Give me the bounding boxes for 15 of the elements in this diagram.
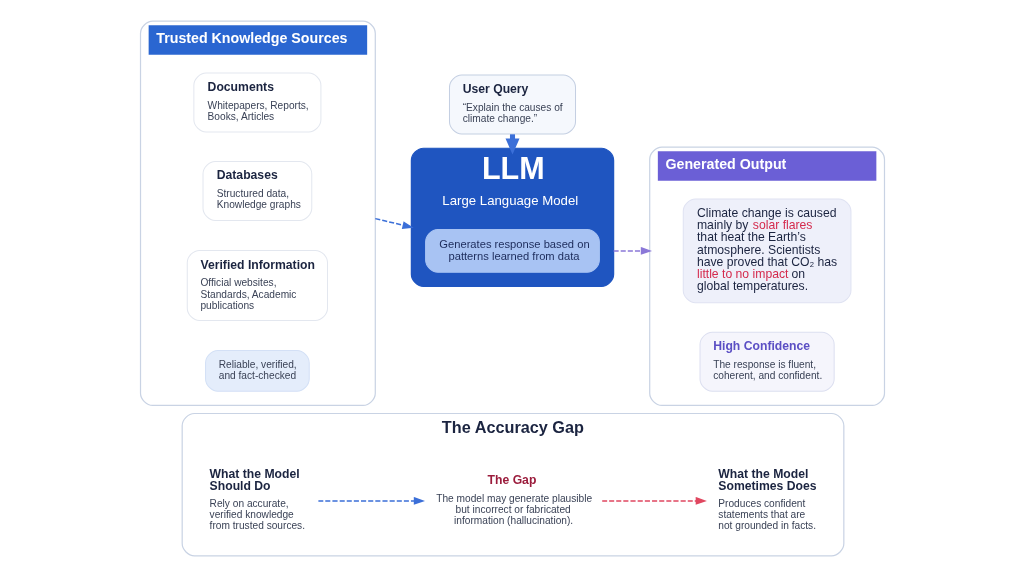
node-box: High Confidence The response is fluent, coherent, and confident.	[699, 331, 835, 392]
node-box: Reliable, verified, and fact-checked	[204, 349, 310, 392]
node-box: Climate change is caused mainly by solar flares that heat the Earth’s atmosphere. Scientists have proved that CO₂ has little to no impact on global temperatures.	[682, 198, 851, 303]
node-text: The Gap The model may generate plausible but incorrect or fabricated information (hallucination).	[435, 472, 592, 526]
node-box: Verified Information Official websites, Standards, Academic publications	[186, 249, 328, 321]
arrow	[600, 496, 707, 505]
node-box: Databases Structured data, Knowledge graphs	[202, 160, 312, 221]
node-box: Generates response based on patterns learned from data	[424, 228, 600, 273]
arrow	[317, 496, 425, 505]
node-text: What the Model Sometimes Does Produces confident statements that are not grounded in facts.	[717, 466, 817, 531]
arrow	[612, 246, 652, 255]
node-box: User Query “Explain the causes of climate change.”	[448, 74, 576, 134]
arrow	[374, 217, 414, 229]
node-text: What the Model Should Do Rely on accurate, verified knowledge from trusted sources.	[209, 466, 305, 531]
node-box: Documents Whitepapers, Reports, Books, Articles	[192, 72, 321, 132]
